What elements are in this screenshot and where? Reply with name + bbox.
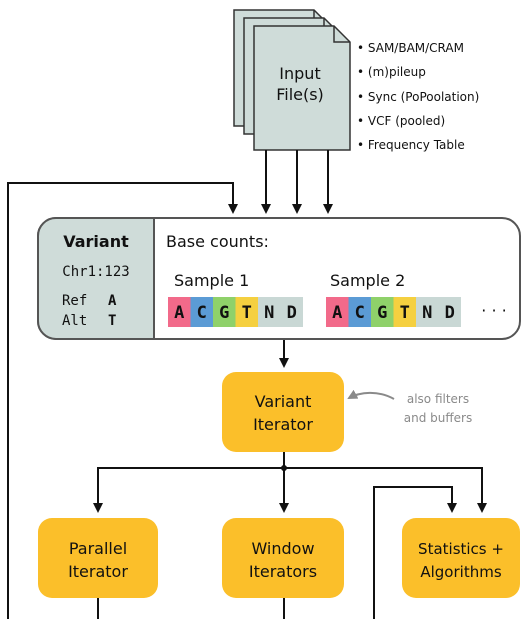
- input-format-list: • SAM/BAM/CRAM • (m)pileup • Sync (PoPoo…: [357, 41, 479, 152]
- format-item: • VCF (pooled): [357, 114, 445, 128]
- base-counts-heading: Base counts:: [166, 232, 269, 251]
- variant-iterator-line1: Variant: [255, 392, 312, 411]
- base-tile: [348, 297, 371, 327]
- format-item: • (m)pileup: [357, 65, 426, 79]
- base-letter: C: [355, 303, 365, 323]
- parallel-iterator-box: [38, 518, 158, 598]
- base-letter: T: [400, 303, 410, 323]
- variant-position: Chr1:123: [62, 264, 129, 280]
- filters-note: also filters and buffers: [347, 389, 472, 425]
- note-line2: and buffers: [404, 411, 472, 425]
- format-item: • Frequency Table: [357, 138, 465, 152]
- window-iterators-node: Window Iterators: [222, 518, 344, 598]
- parallel-iterator-node: Parallel Iterator: [38, 518, 158, 598]
- more-samples-ellipsis: · · ·: [481, 301, 506, 320]
- input-file-stack: Input File(s): [233, 9, 351, 151]
- statistics-node: Statistics + Algorithms: [402, 518, 520, 598]
- base-tile: [190, 297, 213, 327]
- base-letter: A: [332, 303, 342, 323]
- ref-value: A: [108, 293, 117, 309]
- sample-2-label: Sample 2: [330, 271, 405, 290]
- base-letter: A: [174, 303, 184, 323]
- base-tile: [393, 297, 416, 327]
- file-to-variant-arrows: [261, 150, 333, 214]
- base-letter: N: [264, 303, 274, 323]
- base-tile: [280, 297, 303, 327]
- input-label-line1: Input: [279, 64, 320, 83]
- sample-1-label: Sample 1: [174, 271, 249, 290]
- variant-title: Variant: [63, 232, 129, 251]
- statistics-line2: Algorithms: [420, 563, 501, 581]
- base-tile: [235, 297, 258, 327]
- input-label-line2: File(s): [276, 85, 324, 104]
- base-letter: D: [445, 303, 455, 323]
- statistics-line1: Statistics +: [418, 540, 504, 558]
- parallel-iterator-line2: Iterator: [68, 562, 128, 581]
- variant-info-box: [37, 217, 155, 340]
- base-letter: C: [197, 303, 207, 323]
- base-tile: [258, 297, 281, 327]
- base-tile: [213, 297, 236, 327]
- note-line1: also filters: [407, 392, 469, 406]
- base-tile: [438, 297, 461, 327]
- feedback-loop-arrow: [7, 182, 238, 619]
- statistics-box: [402, 518, 520, 598]
- format-item: • SAM/BAM/CRAM: [357, 41, 464, 55]
- variant-iterator-line2: Iterator: [253, 415, 313, 434]
- base-letter: N: [422, 303, 432, 323]
- base-tile: [326, 297, 349, 327]
- alt-label: Alt: [62, 313, 87, 329]
- ref-label: Ref: [62, 293, 87, 309]
- base-letter: T: [242, 303, 252, 323]
- base-tile: [168, 297, 191, 327]
- variant-iterator-node: Variant Iterator: [222, 372, 344, 452]
- base-tile: [416, 297, 439, 327]
- variant-panel: Variant Chr1:123 Ref A Alt T Base counts…: [37, 217, 521, 340]
- iterator-branch-arrows: [93, 452, 487, 619]
- window-iterators-box: [222, 518, 344, 598]
- base-letter: D: [287, 303, 297, 323]
- format-item: • Sync (PoPoolation): [357, 90, 479, 104]
- base-tile: [371, 297, 394, 327]
- base-letter: G: [219, 303, 229, 323]
- variant-iterator-box: [222, 372, 344, 452]
- note-arrow: [347, 389, 395, 400]
- file-sheet-front: [253, 25, 351, 151]
- window-iterators-line2: Iterators: [249, 562, 317, 581]
- alt-value: T: [108, 313, 116, 329]
- base-letter: G: [377, 303, 387, 323]
- parallel-iterator-line1: Parallel: [69, 539, 127, 558]
- window-iterators-line1: Window: [251, 539, 314, 558]
